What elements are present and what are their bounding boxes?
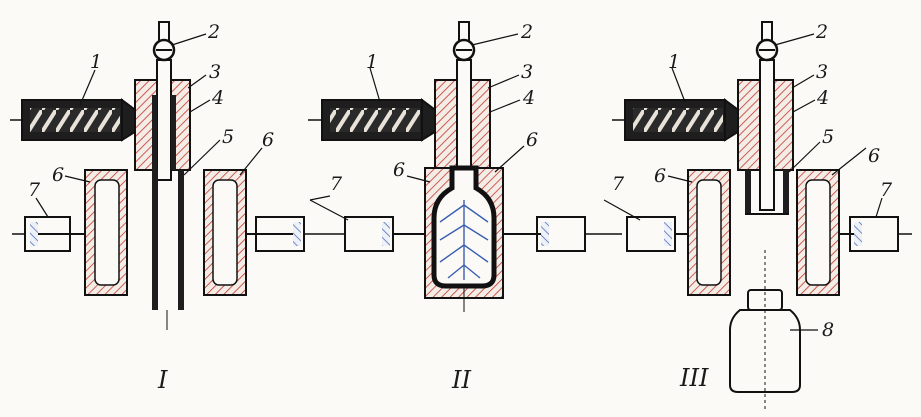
leaders-3 [603,33,883,331]
panel-3: 1 2 3 4 5 6 6 7 7 8 III [603,21,912,410]
parison-1 [152,170,184,330]
air-arrows-2 [439,200,489,280]
panel-1: 1 2 3 4 5 6 6 7 I [10,21,305,394]
label-2: 2 [815,21,828,43]
label-2: 2 [207,21,220,43]
label-1: 1 [90,51,102,73]
cylinder-left-3 [626,216,688,252]
label-5: 5 [222,126,234,148]
leaders-2 [309,33,525,221]
label-6: 6 [52,164,64,186]
label-6: 6 [393,159,405,181]
label-3: 3 [521,61,533,83]
label-6: 6 [654,165,666,187]
mold-right-1 [203,169,247,296]
label-6: 6 [868,145,880,167]
mold-left-1 [84,169,128,296]
label-3: 3 [816,61,828,83]
label-6: 6 [262,129,274,151]
cylinder-left-1 [12,216,85,252]
panel-numeral-1: I [157,366,168,394]
panel-2: 1 2 3 4 6 6 7 II [304,21,622,394]
label-5: 5 [822,126,834,148]
extruder-2 [308,98,439,142]
mold-left-3 [687,169,731,296]
label-2: 2 [520,21,533,43]
label-8: 8 [822,319,834,341]
label-4: 4 [211,87,224,109]
valve-3 [755,21,779,62]
label-7: 7 [880,179,893,201]
leaders-1 [35,33,263,218]
label-3: 3 [209,61,221,83]
label-7: 7 [612,173,625,195]
label-6: 6 [526,129,538,151]
label-4: 4 [522,87,535,109]
label-4: 4 [816,87,829,109]
label-1: 1 [668,51,680,73]
label-7: 7 [330,173,343,195]
extruder-1 [10,98,139,142]
finished-bottle [729,250,801,410]
valve-2 [452,21,476,62]
valve-1 [152,21,176,62]
head-3 [737,59,794,211]
head-1 [134,59,191,181]
label-7: 7 [28,179,41,201]
cylinder-right-2 [503,216,622,252]
cylinder-left-2 [304,216,425,252]
cylinder-right-1 [246,216,305,252]
mold-right-3 [796,169,840,296]
label-1: 1 [366,51,378,73]
cylinder-right-3 [839,216,912,252]
panel-numeral-3: III [679,364,709,392]
panel-numeral-2: II [451,366,471,394]
extruder-3 [612,98,742,142]
head-2 [434,59,491,171]
parison-3 [745,170,789,215]
